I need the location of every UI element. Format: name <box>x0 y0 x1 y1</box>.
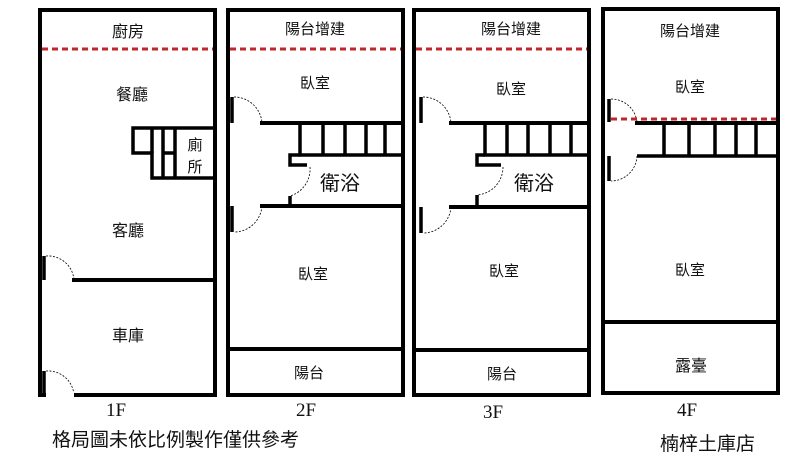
floor-1f: 廚房 餐廳 廁 所 客廳 車庫 1F <box>38 8 217 421</box>
door-icon[interactable] <box>607 98 638 123</box>
door-icon[interactable] <box>42 255 75 281</box>
room-toilet-1: 廁 <box>187 136 202 154</box>
room-terrace: 露臺 <box>675 356 707 375</box>
door-icon[interactable] <box>288 166 311 206</box>
stairs <box>298 123 403 157</box>
room-dining: 餐廳 <box>116 85 148 104</box>
floor-3f-outline <box>412 8 591 397</box>
room-balcony-extension: 陽台增建 <box>285 20 345 38</box>
room-bedroom: 臥室 <box>489 262 519 280</box>
room-bedroom: 臥室 <box>675 78 705 96</box>
room-balcony: 陽台 <box>294 364 324 382</box>
door-icon[interactable] <box>419 206 452 234</box>
room-toilet-2: 所 <box>187 158 202 176</box>
floor-label: 3F <box>483 402 503 423</box>
floor-4f: 陽台增建 臥室 臥室 露臺 4F <box>601 7 780 421</box>
door-icon[interactable] <box>419 96 452 124</box>
room-bedroom: 臥室 <box>675 261 705 279</box>
room-bedroom: 臥室 <box>496 80 526 98</box>
room-garage: 車庫 <box>112 326 144 345</box>
floor-4f-outline <box>601 7 780 395</box>
store-name: 楠梓土庫店 <box>660 433 755 455</box>
room-balcony-extension: 陽台增建 <box>660 22 720 40</box>
floor-label: 2F <box>296 400 316 421</box>
door-icon[interactable] <box>230 96 263 124</box>
door-icon[interactable] <box>607 155 638 182</box>
stairs <box>131 126 215 180</box>
floor-label: 1F <box>106 400 126 421</box>
floor-label: 4F <box>677 400 697 421</box>
room-living: 客廳 <box>112 221 144 240</box>
stairs <box>637 123 778 158</box>
wall-bath <box>288 153 307 167</box>
wall-bath <box>475 153 501 167</box>
room-kitchen: 廚房 <box>112 22 144 41</box>
door-icon[interactable] <box>475 166 504 207</box>
room-bathroom: 衛浴 <box>514 171 554 195</box>
floor-1f-outline <box>38 8 217 397</box>
room-bathroom: 衛浴 <box>320 171 360 195</box>
door-icon[interactable] <box>230 205 263 233</box>
floor-3f: 陽台增建 臥室 衛浴 臥室 陽台 3F <box>412 8 591 423</box>
room-balcony: 陽台 <box>487 365 517 383</box>
room-bedroom: 臥室 <box>300 74 330 92</box>
floor-2f: 陽台增建 臥室 衛浴 臥室 陽台 2F <box>226 8 405 421</box>
door-icon[interactable] <box>42 370 75 398</box>
disclaimer-caption: 格局圖未依比例製作僅供參考 <box>52 429 299 451</box>
room-balcony-extension: 陽台增建 <box>481 20 541 38</box>
room-bedroom: 臥室 <box>298 265 328 283</box>
stairs <box>483 123 589 157</box>
floor-2f-outline <box>226 8 405 397</box>
